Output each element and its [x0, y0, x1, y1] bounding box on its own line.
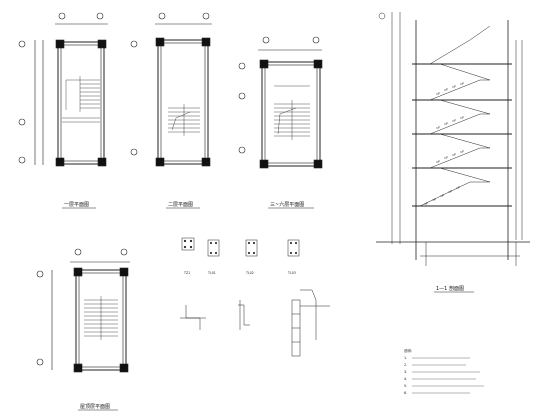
column: [119, 267, 129, 277]
first-floor-plan: [18, 12, 108, 167]
section-title: 1—1 剖面图: [436, 285, 464, 292]
beam-section-tl02: [245, 239, 258, 257]
axis-bubble: [158, 12, 166, 20]
axis-bubble: [18, 118, 26, 126]
note-line: 4.: [404, 377, 407, 381]
column: [201, 37, 211, 47]
note-line: 2.: [404, 363, 407, 367]
notes-block: 说明: 1. 2. 3. 4. 5. 6.: [404, 348, 484, 395]
axis-bubble: [74, 248, 82, 256]
column: [73, 267, 83, 277]
tz1-label: TZ1: [183, 271, 190, 275]
column: [55, 39, 65, 49]
column: [55, 157, 65, 167]
column: [97, 39, 107, 49]
axis-bubble: [262, 36, 270, 44]
axis-bubble: [96, 12, 104, 20]
column: [259, 59, 269, 69]
column-section-tz1: [181, 237, 195, 251]
tl03-label: TL03: [287, 271, 296, 275]
notes-heading: 说明:: [404, 348, 412, 353]
axis-bubble: [378, 12, 386, 20]
column: [313, 59, 323, 69]
column: [119, 363, 129, 373]
axis-bubble: [18, 40, 26, 48]
column: [73, 363, 83, 373]
second-floor-title: 二层平面图: [168, 202, 193, 208]
axis-bubble: [238, 146, 246, 154]
axis-bubble: [120, 248, 128, 256]
column: [97, 157, 107, 167]
column: [155, 37, 165, 47]
column: [155, 157, 165, 167]
note-line: 1.: [404, 356, 407, 360]
axis-bubble: [202, 12, 210, 20]
typical-floor-plan: [238, 36, 323, 169]
section-1-1: [376, 12, 530, 266]
member-sections: [180, 237, 330, 357]
first-floor-title: 一层平面图: [64, 202, 89, 208]
axis-bubble: [58, 12, 66, 20]
note-line: 6.: [404, 391, 407, 395]
roof-floor-plan: [36, 248, 130, 373]
note-line: 3.: [404, 370, 407, 374]
note-line: 5.: [404, 384, 407, 388]
axis-bubble: [238, 92, 246, 100]
axis-bubble: [238, 62, 246, 70]
axis-bubble: [18, 156, 26, 164]
tl01-label: TL01: [207, 271, 216, 275]
second-floor-plan: [130, 12, 212, 167]
beam-section-tl03: [287, 239, 300, 257]
beam-section-tl01: [207, 239, 220, 257]
axis-bubble: [130, 40, 138, 48]
column: [201, 157, 211, 167]
axis-bubble: [130, 148, 138, 156]
axis-bubble: [36, 270, 44, 278]
typical-floor-title: 三~六层平面图: [270, 201, 304, 208]
tl02-label: TL02: [245, 271, 254, 275]
axis-bubble: [312, 36, 320, 44]
roof-floor-title: 屋顶层平面图: [80, 404, 110, 410]
axis-bubble: [36, 358, 44, 366]
column: [259, 159, 269, 169]
column: [313, 159, 323, 169]
